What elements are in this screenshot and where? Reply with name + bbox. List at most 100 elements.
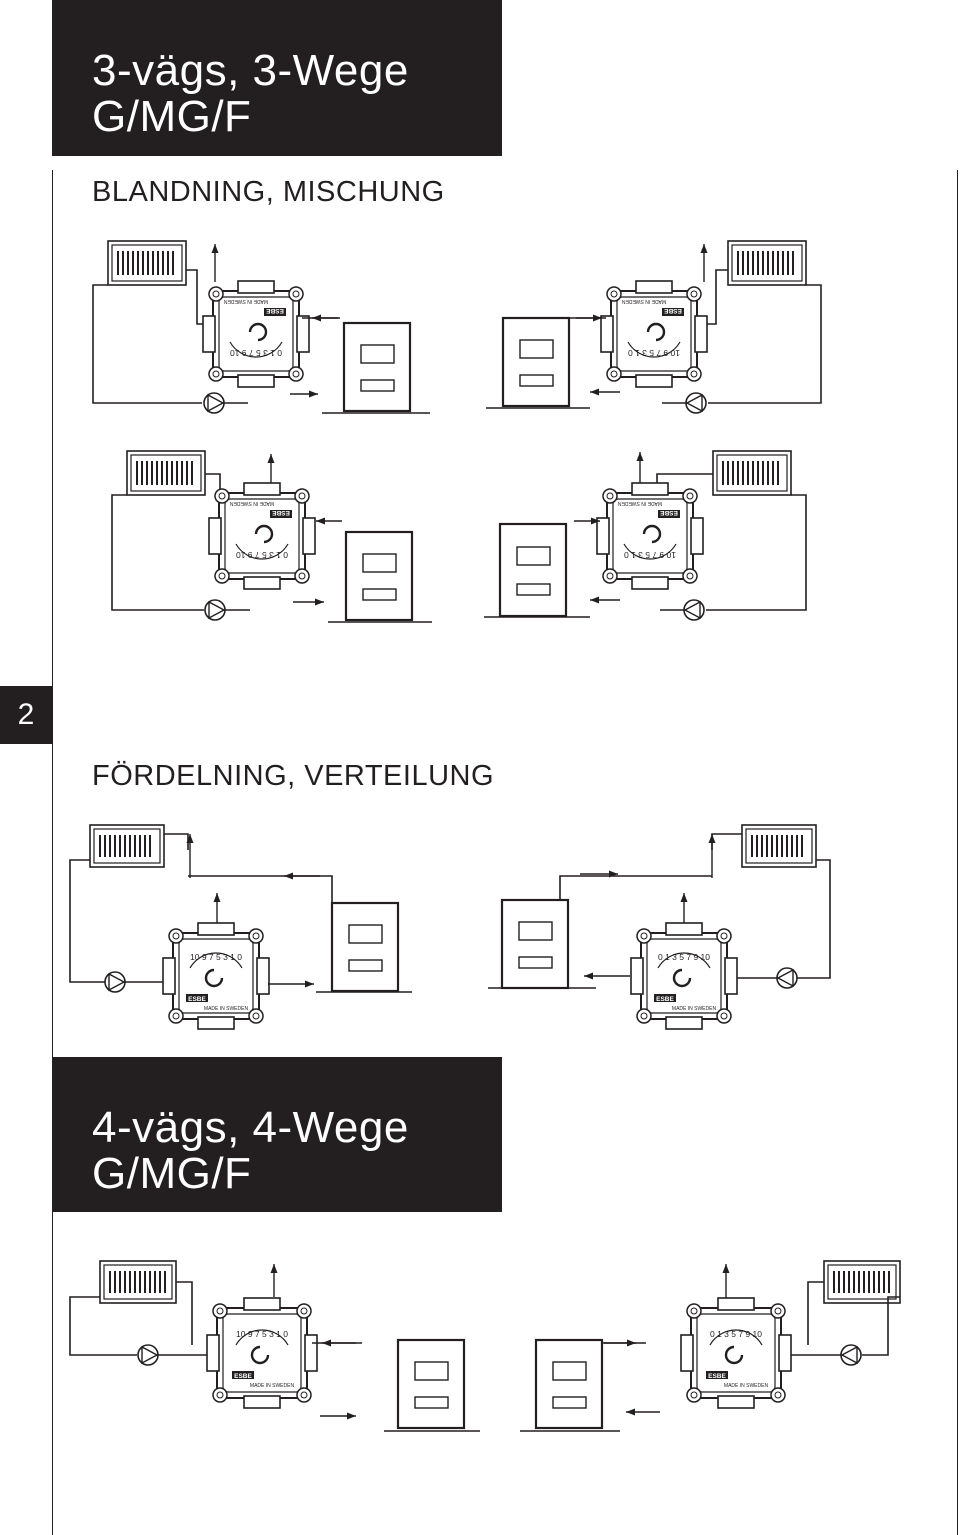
valve-bolt-hole (172, 932, 180, 940)
boiler-icon (342, 321, 412, 413)
flow-arrow (708, 834, 716, 878)
pump-casing (104, 971, 126, 993)
radiator-inner (111, 244, 183, 282)
flow-arrow-head (211, 244, 219, 253)
valve-bolt-hole (690, 1307, 698, 1315)
valve-knob-icon (250, 1345, 270, 1365)
valve-logo-icon (658, 510, 680, 518)
valve-port (630, 957, 644, 995)
valve-port (778, 1334, 792, 1372)
radiator-inner (745, 828, 813, 864)
valve-bolt-hole (606, 492, 614, 500)
valve-scale-label: 10 9 7 5 3 1 0 (628, 348, 680, 358)
valve-port (665, 1016, 703, 1030)
pipe-line (188, 875, 333, 903)
valve-bolt (636, 1008, 652, 1024)
valve-scale-label: 10 9 7 5 3 1 0 (624, 550, 676, 560)
valve-logo-icon (232, 1371, 254, 1379)
valve-bolt (686, 366, 702, 382)
pipe-line (176, 1281, 193, 1345)
valve-scale-arc (229, 341, 283, 358)
pump-casing (840, 1344, 862, 1366)
flow-arrow-head (708, 834, 716, 843)
pump-triangle (840, 1345, 858, 1365)
valve-bolt (686, 286, 702, 302)
valve-origin-label: MADE IN SWEDEN (224, 298, 269, 304)
flow-arrow (574, 517, 600, 525)
valve-bolt (212, 1303, 228, 1319)
title-4-way-line1: 4-vägs, 4-Wege (92, 1103, 409, 1152)
pipe-line (796, 859, 831, 979)
valve-bolt-hole (216, 1307, 224, 1315)
valve-bolt (294, 568, 310, 584)
boiler-panel (414, 1396, 449, 1409)
title-3-way-line2: G/MG/F (92, 92, 252, 141)
radiator-icon (126, 450, 206, 496)
flow-arrow-head (186, 834, 194, 843)
valve-bolt (636, 928, 652, 944)
pipe-line (69, 859, 105, 983)
valve-bolt-hole (686, 572, 694, 580)
flow-arrow (211, 244, 219, 282)
valve-port (197, 1016, 235, 1030)
valve-bolt-hole (300, 1307, 308, 1315)
valve-port (296, 315, 310, 353)
flow-arrow-head (315, 598, 324, 606)
valve-port (717, 1395, 755, 1409)
flow-arrow-head (590, 388, 599, 396)
pipe-line (559, 875, 712, 900)
valve-port (302, 517, 316, 555)
valve-knob-icon (204, 968, 224, 988)
valve-bolt (682, 488, 698, 504)
valve-scale-label: 10 9 7 5 3 1 0 (236, 1329, 288, 1339)
pipe-line (807, 1281, 824, 1345)
valve-bolt-hole (720, 932, 728, 940)
valve-knob-icon (642, 524, 662, 544)
pipe-line (92, 284, 202, 404)
valve-origin-label: MADE IN SWEDEN (724, 1383, 769, 1389)
valve-logo-icon (264, 308, 286, 316)
valve-logo-icon (706, 1371, 728, 1379)
valve-port (596, 517, 610, 555)
valve-knob-icon (724, 1345, 744, 1365)
flow-arrow (320, 1412, 356, 1420)
title-block-3-way: 3-vägs, 3-Wege G/MG/F (52, 0, 502, 156)
heading-mixing: BLANDNING, MISCHUNG (92, 176, 445, 208)
flow-arrow-head (609, 870, 618, 878)
valve-bolt-hole (212, 370, 220, 378)
valve-scale-arc (235, 1329, 289, 1346)
valve-bolt (212, 1387, 228, 1403)
valve-port (237, 280, 275, 294)
title-4-way-line2: G/MG/F (92, 1149, 252, 1198)
flow-arrow (284, 872, 320, 880)
valve-bolt (606, 366, 622, 382)
valve-bolt (214, 488, 230, 504)
flow-arrow-head (284, 872, 293, 880)
boiler-body (344, 530, 414, 622)
radiator-inner (93, 828, 161, 864)
pipe-line (862, 1296, 900, 1356)
flow-arrow-head (309, 390, 318, 398)
flow-arrow (290, 390, 318, 398)
valve-scale-arc (627, 341, 681, 358)
valve-bolt-hole (292, 370, 300, 378)
valve-bolt-hole (610, 290, 618, 298)
flow-arrow (590, 388, 620, 396)
valve-maker-label: ESBE (659, 509, 677, 516)
flow-arrow-head (584, 972, 593, 980)
valve-scale-label: 0 1 3 5 7 9 10 (710, 1329, 762, 1339)
page-number: 2 (17, 698, 35, 731)
